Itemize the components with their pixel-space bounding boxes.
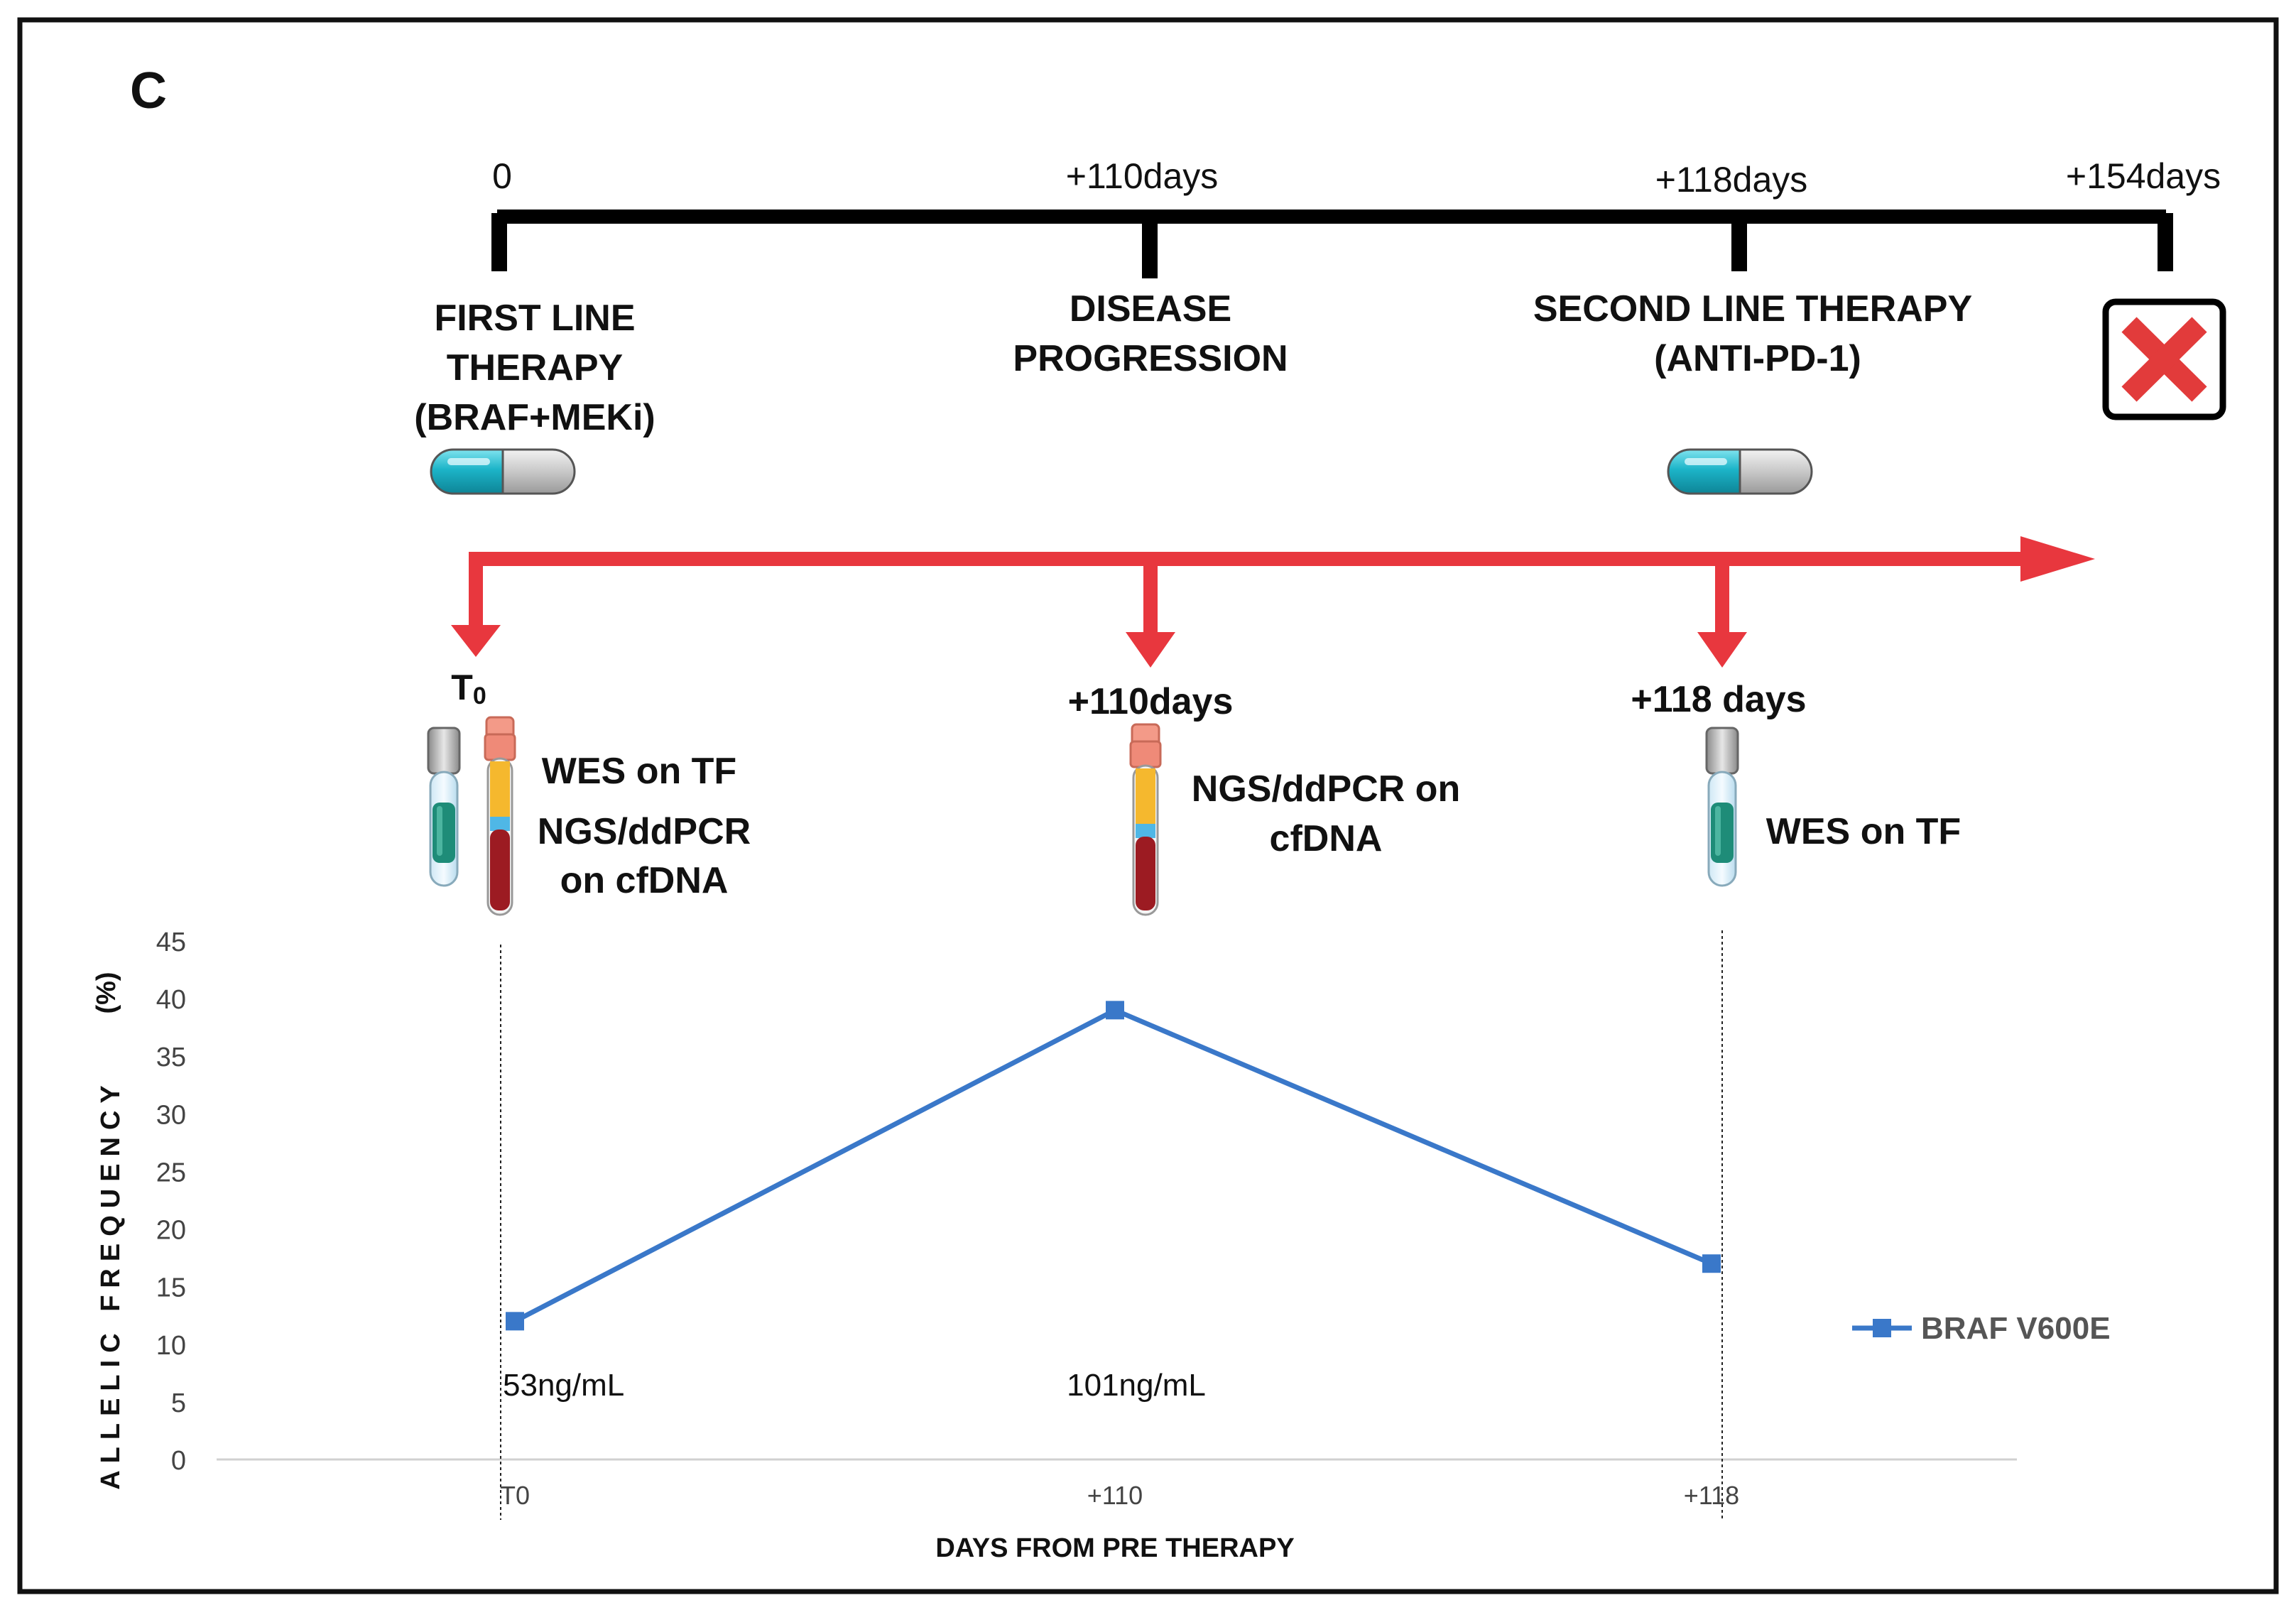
timeline-tick-110 [1142,213,1158,278]
capsule-icon [430,448,576,495]
t0-method-1: WES on TF [542,751,736,792]
figure-frame [17,17,2279,1594]
down-arrow-t0 [451,625,501,657]
blood-tube-icon [1129,723,1162,916]
annotation-53: 53ng/mL [503,1368,624,1403]
t0-method-3: on cfDNA [560,860,729,901]
x-tick-label: +110 [1087,1481,1143,1510]
legend-marker-icon [1873,1319,1891,1337]
down-arrow-118 [1697,632,1747,668]
timeline-tick-0 [491,213,507,271]
down-arrow-110 [1126,632,1175,668]
main-red-arrow-head [2020,536,2095,582]
data-point [506,1312,524,1331]
timeline-tick-118 [1731,213,1747,271]
y-axis-title: ALLELIC FREQUENCY [96,1078,126,1490]
sample-label-118: +118 days [1631,679,1806,720]
x-tick-label: T0 [500,1481,530,1510]
y-tick-label: 25 [156,1158,186,1187]
data-point [1702,1254,1721,1273]
event-first-line-3: (BRAF+MEKi) [414,397,655,438]
main-red-arrow-shaft [469,552,2031,566]
x-axis-ticks: T0 +110 +118 [500,1481,1739,1510]
tick-label-110: +110days [1066,156,1219,196]
x-tick-label: +118 [1684,1481,1739,1510]
series-markers [506,1001,1721,1331]
close-box-icon [2102,298,2226,420]
panel-label: C [130,62,167,119]
legend-label: BRAF V600E [1921,1311,2111,1346]
y-tick-label: 0 [171,1446,186,1476]
timeline-tick-154 [2158,213,2173,271]
tick-label-154: +154days [2066,156,2221,196]
y-tick-label: 35 [156,1043,186,1072]
tick-label-0: 0 [492,156,512,196]
y-tick-label: 20 [156,1216,186,1246]
y-tick-label: 40 [156,985,186,1015]
data-point [1106,1001,1124,1020]
tube-icon [427,727,461,887]
allelic-frequency-chart: 0 5 10 15 20 25 30 35 40 45 T0 +110 +118 53ng/mL 10… [92,928,2111,1563]
event-second-line-1: SECOND LINE THERAPY [1533,288,1972,330]
tick-label-118: +118days [1655,160,1808,200]
y-tick-label: 15 [156,1273,186,1303]
event-second-line-2: (ANTI-PD-1) [1654,338,1861,379]
event-first-line-2: THERAPY [447,347,623,388]
d110-method-2: cfDNA [1270,818,1383,859]
event-progression-1: DISEASE [1070,288,1231,330]
sample-label-t0: T0 [451,668,486,709]
event-first-line-1: FIRST LINE [434,298,635,339]
x-axis-title: DAYS FROM PRE THERAPY [935,1533,1294,1563]
d118-method-1: WES on TF [1766,811,1961,852]
y-axis-unit: (%) [92,972,121,1013]
legend: BRAF V600E [1852,1311,2111,1346]
y-axis-ticks: 0 5 10 15 20 25 30 35 40 45 [156,928,186,1476]
y-tick-label: 5 [171,1388,186,1418]
y-tick-label: 10 [156,1331,186,1361]
sampling-arrows [451,536,2095,668]
annotation-101: 101ng/mL [1067,1368,1206,1403]
sample-label-110: +110days [1068,681,1234,722]
event-progression-2: PROGRESSION [1013,338,1288,379]
d110-method-1: NGS/ddPCR on [1192,768,1460,810]
blood-tube-icon [484,716,516,916]
tube-icon [1705,727,1739,887]
y-tick-label: 45 [156,928,186,957]
y-tick-label: 30 [156,1100,186,1130]
series-line-braf-v600e [513,1007,1713,1324]
t0-method-2: NGS/ddPCR [538,811,751,852]
timeline: 0 +110days +118days +154days FIRST LINE … [414,156,2221,438]
capsule-icon [1667,448,1813,495]
